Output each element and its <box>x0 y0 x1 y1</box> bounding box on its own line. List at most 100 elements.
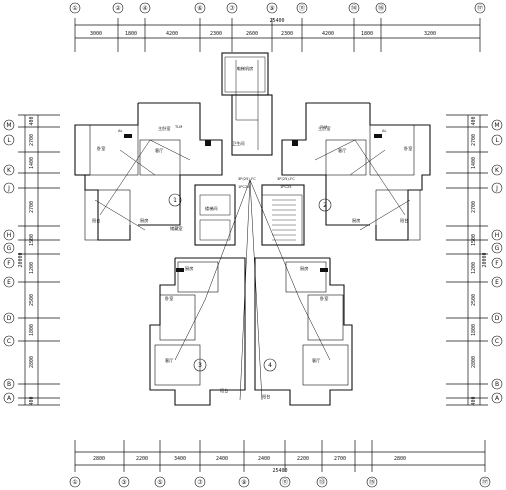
svg-text:②: ② <box>115 5 121 12</box>
svg-text:G: G <box>7 245 12 252</box>
svg-text:阳台: 阳台 <box>220 387 228 394</box>
svg-text:F: F <box>495 260 499 267</box>
svg-text:厨房: 厨房 <box>185 265 193 272</box>
svg-text:D: D <box>7 315 12 322</box>
machine-room-label: 电梯机房 <box>237 65 254 72</box>
svg-text:2800: 2800 <box>29 356 35 368</box>
svg-text:2500: 2500 <box>29 294 35 306</box>
svg-text:⑰: ⑰ <box>477 4 483 12</box>
svg-text:4: 4 <box>268 362 272 369</box>
svg-text:厨房: 厨房 <box>140 217 148 224</box>
svg-text:2500: 2500 <box>471 294 477 306</box>
svg-text:1500: 1500 <box>29 234 35 246</box>
right-dimension-text: 400 2700 1400 2700 1500 1200 2500 1800 2… <box>471 116 488 405</box>
bottom-dimension-lines <box>74 440 486 472</box>
top-dimension-lines <box>74 18 481 52</box>
svg-text:楼梯间: 楼梯间 <box>205 205 218 212</box>
svg-text:3P(25)-FC: 3P(25)-FC <box>238 177 256 181</box>
svg-text:2600: 2600 <box>246 31 258 37</box>
side-axis-bubbles <box>3 119 503 404</box>
svg-text:1400: 1400 <box>29 157 35 169</box>
room-labels: 电梯机房 卧室 主卧室 客厅 厨房 阳台 卧室 主卧室 客厅 厨房 阳台 卫生间… <box>92 65 412 400</box>
svg-text:2400: 2400 <box>258 456 270 462</box>
svg-text:400: 400 <box>471 396 477 405</box>
svg-text:⑦: ⑦ <box>197 479 203 486</box>
svg-text:L: L <box>7 137 11 144</box>
left-axis-labels: M L K J H G F E D C B A <box>6 122 12 402</box>
top-total-dim: 25400 <box>269 18 284 24</box>
svg-text:⑮: ⑮ <box>369 478 375 486</box>
svg-text:A: A <box>495 395 500 402</box>
svg-text:1800: 1800 <box>29 324 35 336</box>
svg-text:F: F <box>7 260 11 267</box>
unit-number-bubbles <box>168 193 332 372</box>
right-dimension-lines <box>446 114 488 406</box>
svg-text:3000: 3000 <box>90 31 102 37</box>
svg-text:客厅: 客厅 <box>165 357 173 364</box>
svg-text:H: H <box>7 232 12 239</box>
svg-text:2300: 2300 <box>281 31 293 37</box>
svg-text:⑬: ⑬ <box>319 478 325 486</box>
svg-text:①: ① <box>72 479 77 486</box>
svg-text:1200: 1200 <box>471 262 477 274</box>
svg-text:2700: 2700 <box>334 456 346 462</box>
svg-text:K: K <box>7 167 12 174</box>
svg-text:A: A <box>7 395 12 402</box>
svg-text:2: 2 <box>323 202 327 209</box>
svg-text:H: H <box>495 232 500 239</box>
svg-text:2200: 2200 <box>136 456 148 462</box>
svg-text:储藏室: 储藏室 <box>170 225 183 232</box>
svg-text:4200: 4200 <box>322 31 334 37</box>
svg-text:阳台: 阳台 <box>262 393 270 400</box>
svg-text:2200: 2200 <box>297 456 309 462</box>
svg-text:阳台: 阳台 <box>400 217 408 224</box>
svg-text:2700: 2700 <box>29 134 35 146</box>
svg-text:客厅: 客厅 <box>338 147 346 154</box>
wiring-lines <box>94 60 411 401</box>
svg-text:③: ③ <box>121 479 126 486</box>
svg-text:M: M <box>494 122 499 129</box>
svg-text:J: J <box>7 185 10 192</box>
svg-text:①: ① <box>72 5 77 12</box>
svg-text:2800: 2800 <box>93 456 105 462</box>
svg-text:20000: 20000 <box>18 252 24 267</box>
bottom-dimension-text: 2800 2200 3400 2400 2400 2200 2700 2800 … <box>93 456 406 474</box>
top-axis-bubbles <box>69 2 486 14</box>
svg-text:M: M <box>6 122 11 129</box>
svg-text:AL: AL <box>382 129 386 133</box>
svg-text:D: D <box>495 315 500 322</box>
svg-text:AL: AL <box>118 129 122 133</box>
top-axis-labels: ① ② ④ ⑥ ⑦ ⑨ ⑪ ⑭ ⑯ ⑰ <box>72 4 483 12</box>
svg-text:B: B <box>495 381 499 388</box>
svg-text:3400: 3400 <box>174 456 186 462</box>
svg-text:2700: 2700 <box>471 201 477 213</box>
svg-text:⑰: ⑰ <box>482 478 488 486</box>
svg-text:④: ④ <box>142 5 147 12</box>
svg-text:卧室: 卧室 <box>320 295 328 302</box>
top-dimension-text: 25400 3000 1800 4200 2300 2600 2300 4200… <box>90 18 436 37</box>
svg-text:客厅: 客厅 <box>312 357 320 364</box>
svg-text:1200: 1200 <box>29 262 35 274</box>
svg-text:1500: 1500 <box>471 234 477 246</box>
svg-text:2300: 2300 <box>210 31 222 37</box>
svg-text:1PC25: 1PC25 <box>238 185 250 189</box>
right-axis-labels: M L K J H G F E D C B A <box>494 122 500 402</box>
svg-text:⑤: ⑤ <box>157 479 162 486</box>
svg-text:G: G <box>495 245 500 252</box>
svg-text:L: L <box>495 137 499 144</box>
svg-text:阳台: 阳台 <box>92 217 100 224</box>
svg-text:⑪: ⑪ <box>282 478 288 486</box>
left-dimension-lines <box>18 114 60 406</box>
svg-text:1800: 1800 <box>125 31 137 37</box>
circuit-labels: 3P(25)-FC 3P(25)-FC 1PC25 1PC25 AL AL TL… <box>118 125 386 369</box>
svg-text:⑪: ⑪ <box>299 4 305 12</box>
svg-text:J: J <box>495 185 498 192</box>
svg-text:400: 400 <box>29 396 35 405</box>
bottom-total-dim: 25400 <box>272 468 287 474</box>
svg-text:主卧室: 主卧室 <box>158 125 171 132</box>
svg-text:主卧室: 主卧室 <box>318 125 331 132</box>
svg-text:卫生间: 卫生间 <box>232 140 245 147</box>
svg-text:⑥: ⑥ <box>197 5 202 12</box>
svg-text:C: C <box>495 338 499 345</box>
svg-text:TLM: TLM <box>174 125 182 129</box>
